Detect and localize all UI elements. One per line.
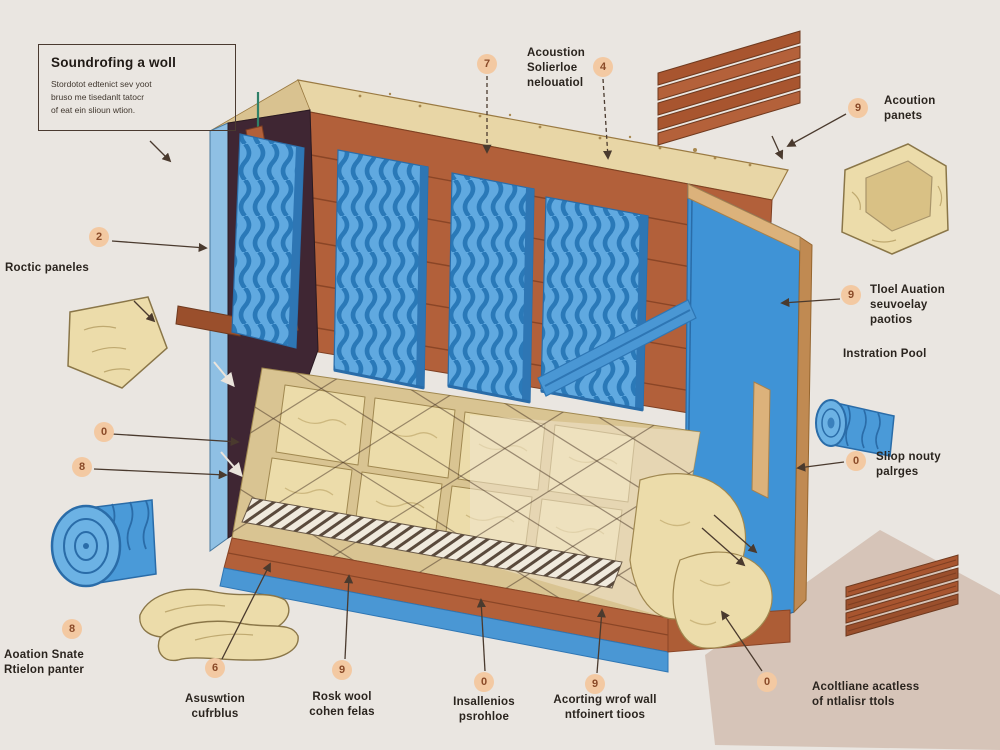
callout-badge: 8: [62, 619, 82, 639]
callout-label-insulation-roll: Instration Pool: [843, 348, 927, 360]
callout-label-acoustic-paneling: Roctic paneles: [5, 262, 89, 274]
acoustic-panel-1: [333, 149, 429, 390]
insulation-roll-small-icon: [815, 399, 895, 457]
insulation-box-icon: [841, 143, 949, 255]
insulation-spill: [629, 473, 773, 649]
callout-badge: 7: [477, 54, 497, 74]
top-beam: [687, 183, 801, 252]
callout-label-acoustic-roll: Aoation Snate Rtielon panter: [4, 649, 85, 676]
wood-slats-icon: [845, 554, 959, 637]
callout-label-wall-frame: Acorting wrof wall ntfoinert tioos: [553, 694, 657, 721]
acoustic-panel-2: [447, 172, 535, 404]
callout-label-strip-panels: Sliop nouty palrges: [876, 451, 941, 478]
callout-badge: 0: [94, 422, 114, 442]
callout-badge: 9: [841, 285, 861, 305]
callout-badge: 0: [474, 672, 494, 692]
callout-badge: 2: [89, 227, 109, 247]
insulation-roll-large-icon: [50, 499, 157, 588]
callout-label-wall-layers: Tloel Auation seuvoelay paotios: [870, 284, 946, 326]
wood-planks-stack-icon: [657, 30, 801, 146]
leaning-acoustic-panel: [231, 133, 305, 349]
callout-label-acoustic-insulation: Acoustion Solierloe nelouatiol: [527, 47, 586, 89]
callout-label-slats: Acoltliane acatless of ntlalisr ttols: [812, 681, 920, 708]
callout-label-batts: Asuswtion cufrblus: [185, 693, 245, 720]
leader-lines: [93, 76, 847, 674]
callout-badge: 0: [846, 451, 866, 471]
callout-badge: 8: [72, 457, 92, 477]
right-end-panel: [683, 183, 813, 651]
callout-label-acoustic-panels: Acoution panets: [884, 95, 936, 122]
insulation-batts-icon: [139, 588, 299, 662]
scrim-strip: [241, 497, 623, 589]
callout-label-insulation: Insallenios psrohloe: [453, 696, 515, 723]
callout-label-rock-wool: Rosk wool cohen felas: [309, 691, 375, 718]
insulation-sheet-icon: [67, 296, 168, 389]
callout-badge: 9: [848, 98, 868, 118]
title-card: Soundrofing a woll Stordotot edtenict se…: [38, 44, 236, 131]
diagram-subtitle: Stordotot edtenict sev yoot bruso me tis…: [51, 79, 152, 116]
callout-badge: 9: [332, 660, 352, 680]
callout-badge: 4: [593, 57, 613, 77]
wood-stud: [751, 381, 771, 499]
diagram-title: Soundrofing a woll: [51, 55, 177, 70]
diagonal-panel: [537, 299, 697, 397]
callout-badge: 0: [757, 672, 777, 692]
callout-badge: 9: [585, 674, 605, 694]
callout-badge: 6: [205, 658, 225, 678]
